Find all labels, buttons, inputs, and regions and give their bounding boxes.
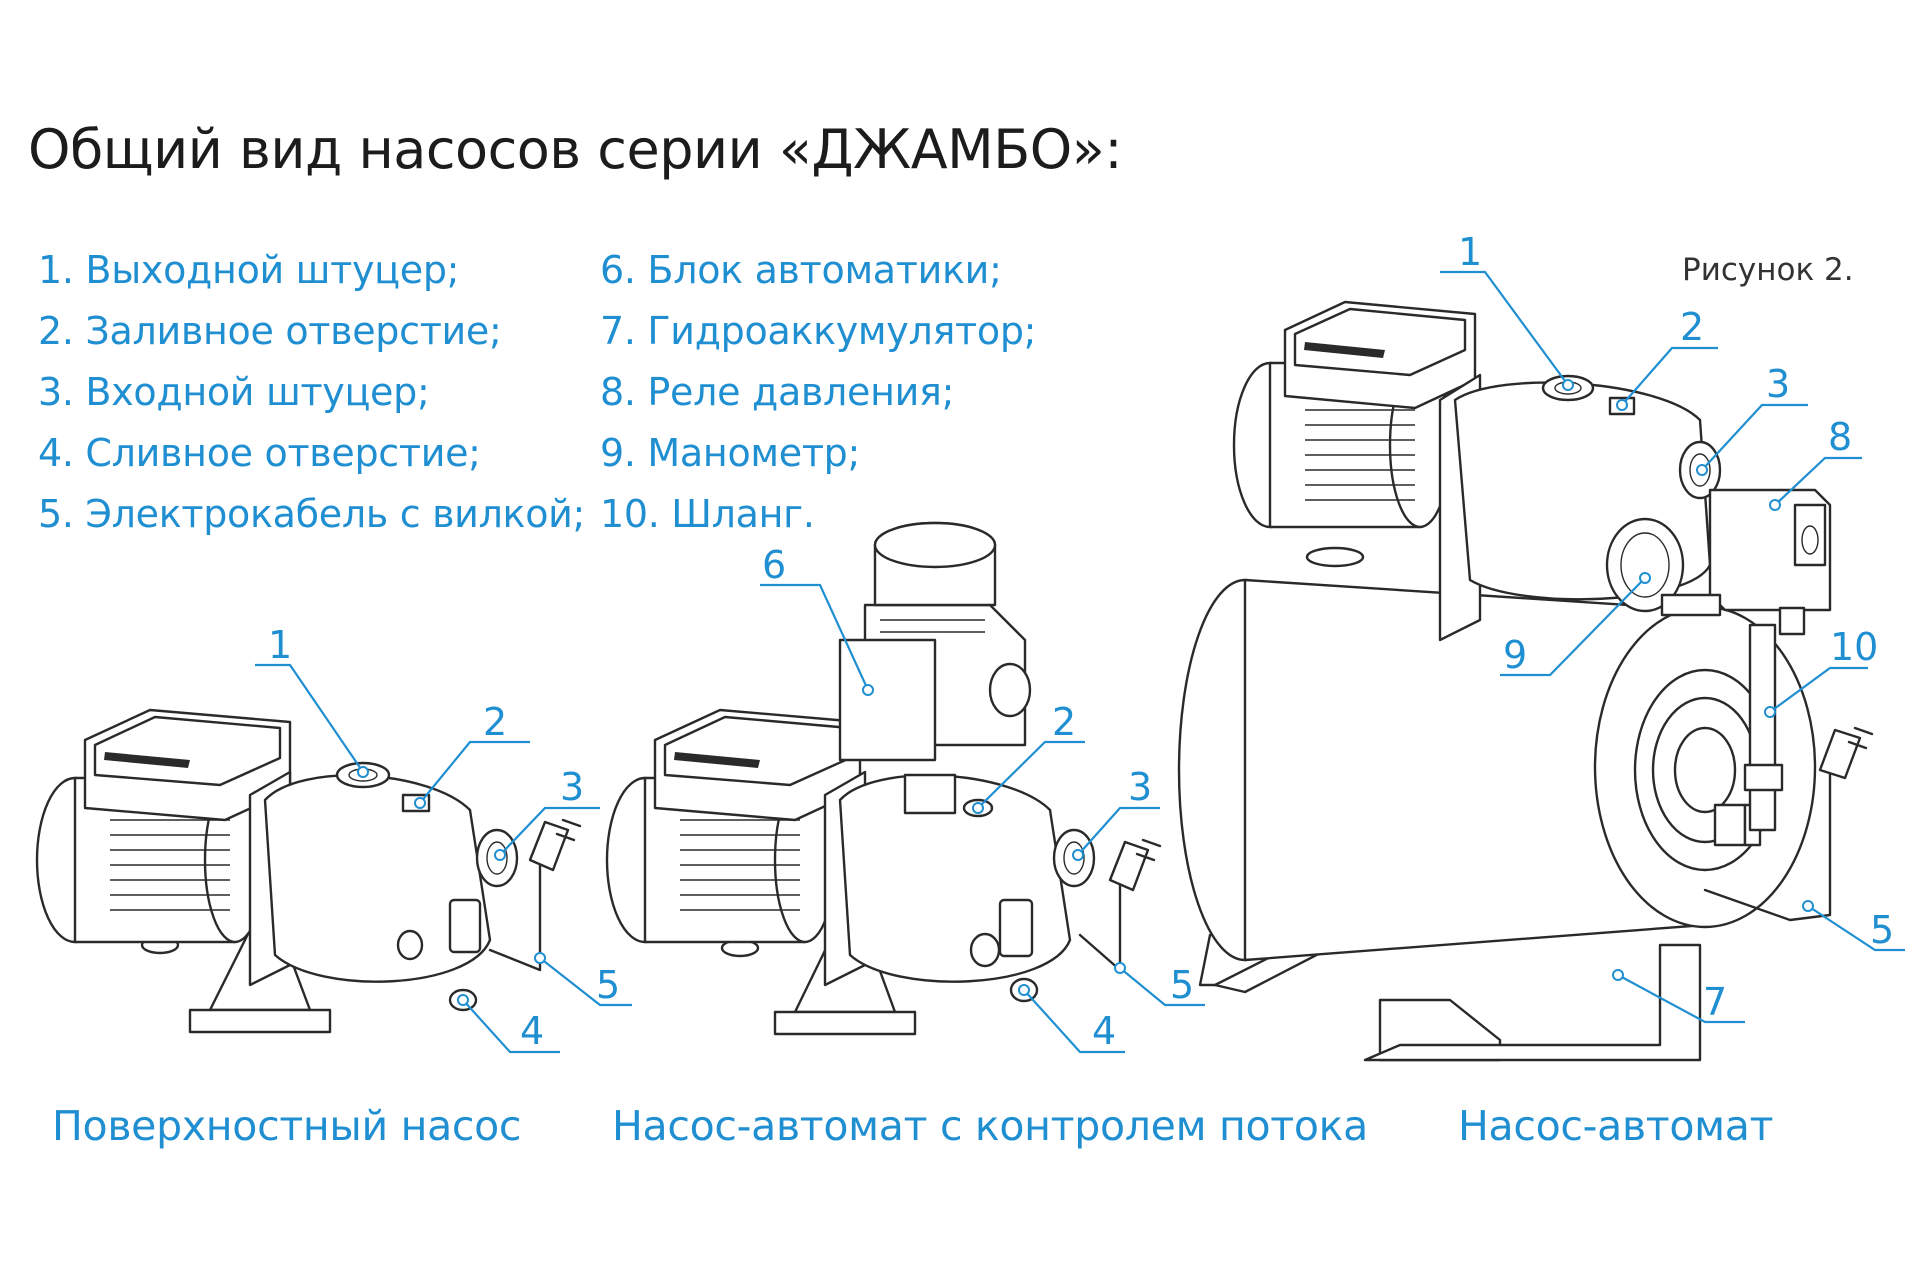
callout-number: 2 <box>483 700 507 744</box>
legend-item-5: 5. Электрокабель с вилкой; <box>38 492 586 536</box>
caption-auto-pump: Насос-автомат <box>1458 1102 1774 1150</box>
callout-number: 7 <box>1703 980 1727 1024</box>
callouts-surface-pump: 1 2 3 4 5 <box>255 623 632 1054</box>
legend-item-10: 10. Шланг. <box>600 492 815 536</box>
callout-number: 2 <box>1680 305 1704 349</box>
page-title: Общий вид насосов серии «ДЖАМБО»: <box>28 118 1123 181</box>
callout-number: 5 <box>1870 908 1894 952</box>
callout-number: 1 <box>268 623 292 667</box>
callout-number: 5 <box>596 963 620 1007</box>
auto-pump-illustration <box>1177 300 1874 1062</box>
legend-item-3: 3. Входной штуцер; <box>38 370 430 414</box>
callout-number: 2 <box>1052 700 1076 744</box>
legend-left: 1. Выходной штуцер; 2. Заливное отверсти… <box>38 240 585 545</box>
legend-item-7: 7. Гидроаккумулятор; <box>600 309 1037 353</box>
callout-number: 4 <box>520 1009 544 1053</box>
callout-number: 5 <box>1170 963 1194 1007</box>
callout-number: 8 <box>1828 415 1852 459</box>
callout-number: 9 <box>1503 633 1527 677</box>
caption-flow-control-pump: Насос-автомат с контролем потока <box>612 1102 1368 1150</box>
legend-item-1: 1. Выходной штуцер; <box>38 248 460 292</box>
callout-number: 3 <box>1128 765 1152 809</box>
legend-item-6: 6. Блок автоматики; <box>600 248 1002 292</box>
callout-number: 3 <box>1766 362 1790 406</box>
legend-item-2: 2. Заливное отверстие; <box>38 309 502 353</box>
legend-item-4: 4. Сливное отверстие; <box>38 431 481 475</box>
callout-number: 10 <box>1830 625 1878 669</box>
callout-number: 6 <box>762 543 786 587</box>
caption-surface-pump: Поверхностный насос <box>52 1102 522 1150</box>
callout-number: 3 <box>560 765 584 809</box>
figure-label: Рисунок 2. <box>1682 252 1854 288</box>
flow-control-pump-illustration <box>605 521 1162 1036</box>
legend-right: 6. Блок автоматики; 7. Гидроаккумулятор;… <box>600 240 1036 545</box>
callout-number: 1 <box>1458 230 1482 274</box>
legend-item-9: 9. Манометр; <box>600 431 861 475</box>
surface-pump-illustration <box>35 708 582 1034</box>
callout-number: 4 <box>1092 1009 1116 1053</box>
callouts-auto-pump: 1 2 3 8 9 10 5 7 <box>1440 230 1905 1024</box>
legend-item-8: 8. Реле давления; <box>600 370 955 414</box>
callouts-flow-control-pump: 6 2 3 4 5 <box>760 543 1205 1054</box>
